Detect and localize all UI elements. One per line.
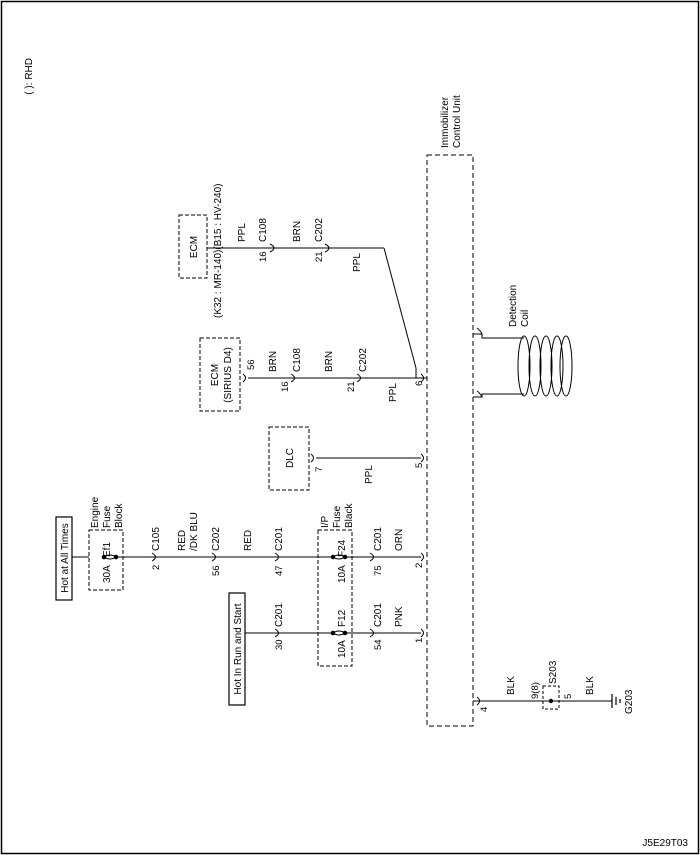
f24-c201: C201 <box>373 527 384 551</box>
immobilizer-control-unit-box <box>426 154 474 727</box>
ecm-sirius-wire2: BRN <box>324 351 335 372</box>
f24-fuse-symbol <box>330 554 348 560</box>
ef1-fuse-symbol <box>101 554 119 560</box>
coil-label-1: Detection <box>508 285 519 327</box>
ef1-fuse: Ef1 <box>102 542 113 557</box>
ip-fuse-block-2: Fuse <box>332 505 343 528</box>
hot-run-start-box <box>228 592 246 706</box>
f24-wire-label: ORN <box>394 529 405 551</box>
splice-s203-dot <box>548 698 554 704</box>
ecm-k32-wire3: PPL <box>352 253 363 272</box>
f24-fuse: F24 <box>337 539 348 557</box>
ecm-sirius-wire <box>242 373 416 383</box>
ecm-k32-conn2-pin: 21 <box>314 251 325 262</box>
c105-pin: 2 <box>151 565 162 570</box>
cu-pin-4: 4 <box>479 707 490 712</box>
ecm-k32-box <box>178 214 208 279</box>
hot-wire2: RED <box>243 530 254 551</box>
hot-run-start-wire <box>245 628 424 638</box>
ip-fuse-block-1: I/P <box>320 515 331 528</box>
dlc-label: DLC <box>285 448 296 468</box>
ecm-sirius-conn2-pin: 21 <box>346 381 357 392</box>
ecm-sirius-label: ECM <box>210 364 221 386</box>
engine-fuse-block-box <box>88 529 124 591</box>
coil-label-2: Coil <box>520 310 531 327</box>
diagram-code: J5E29T03 <box>642 838 688 849</box>
hot-wire1b: /DK BLU <box>189 512 200 551</box>
dlc-wire <box>310 453 424 463</box>
rhd-note: ( ): RHD <box>24 58 35 95</box>
control-unit-label-2: Control Unit <box>452 95 463 148</box>
engine-fuse-block-3: Block <box>114 503 125 528</box>
control-unit-label-1: Immobilizer <box>440 96 451 148</box>
hot-run-start-label: Hot In Run and Start <box>233 603 244 694</box>
dlc-box <box>268 426 310 491</box>
cu-pin-5: 5 <box>414 463 425 468</box>
ip-fuse-block-box <box>317 529 353 667</box>
dlc-pin: 7 <box>314 467 325 472</box>
ecm-sirius-conn1: C108 <box>292 348 303 372</box>
cu-pin-2: 2 <box>414 563 425 568</box>
hot-c201: C201 <box>274 527 285 551</box>
ecm-k32-label: ECM <box>189 236 200 258</box>
hot-run-wire-label: PNK <box>394 606 405 627</box>
ecm-k32-conn1-pin: 16 <box>258 251 269 262</box>
hot-wire1: RED <box>177 530 188 551</box>
hot-c201-pin: 47 <box>274 565 285 576</box>
engine-fuse-block-1: Engine <box>90 496 101 528</box>
ip-fuse-block-3: Black <box>344 503 355 528</box>
ground-wire2: BLK <box>585 676 596 695</box>
c105: C105 <box>151 527 162 551</box>
f12-fuse-symbol <box>330 630 348 636</box>
ground-wire1: BLK <box>506 676 517 695</box>
cu-pin-1: 1 <box>414 638 425 643</box>
ground-g203: G203 <box>624 689 635 714</box>
ecm-k32-variant: (K32 : MR-140)(B15 : HV-240) <box>213 184 224 319</box>
detection-coil <box>473 327 573 398</box>
hot-at-all-times-box <box>55 516 73 601</box>
f12-amp: 10A <box>337 640 348 658</box>
f24-amp: 10A <box>337 565 348 583</box>
ecm-sirius-wire1: BRN <box>268 351 279 372</box>
ecm-k32-conn1: C108 <box>258 218 269 242</box>
hot-c202: C202 <box>211 527 222 551</box>
hot-run-c201: C201 <box>274 603 285 627</box>
ground-symbol-g203 <box>611 694 621 708</box>
f24-c201-pin: 75 <box>373 565 384 576</box>
ecm-sirius-variant: (SIRIUS D4) <box>223 347 234 403</box>
ecm-sirius-box <box>199 337 241 412</box>
ecm-k32-wire1: PPL <box>237 223 248 242</box>
hot-all-times-wire <box>118 552 333 562</box>
ecm-sirius-conn1-pin: 16 <box>280 381 291 392</box>
hot-run-c201-pin: 30 <box>274 639 285 650</box>
ecm-k32-conn2: C202 <box>314 218 325 242</box>
ecm-sirius-wire3: PPL <box>388 383 399 402</box>
dlc-wire-label: PPL <box>364 465 375 484</box>
f24-wire <box>346 552 424 562</box>
hot-run-c201b: C201 <box>373 603 384 627</box>
hot-run-c201b-pin: 54 <box>373 639 384 650</box>
cu-pin-6: 6 <box>414 381 425 386</box>
splice-pin-out: 5 <box>563 694 574 699</box>
splice-s203: S203 <box>548 660 559 684</box>
hot-at-all-times-label: Hot at All Times <box>60 523 71 592</box>
engine-fuse-block-2: Fuse <box>102 505 113 528</box>
splice-s203-box <box>542 685 560 710</box>
ef1-amp: 30A <box>102 565 113 583</box>
ecm-sirius-pin: 56 <box>246 359 257 370</box>
ecm-k32-wire <box>207 243 427 379</box>
f12-fuse: F12 <box>337 609 348 627</box>
ecm-sirius-conn2: C202 <box>358 348 369 372</box>
hot-c202-pin: 56 <box>211 565 222 576</box>
splice-pin-in: 9(8) <box>530 682 541 699</box>
ecm-k32-wire2: BRN <box>292 221 303 242</box>
